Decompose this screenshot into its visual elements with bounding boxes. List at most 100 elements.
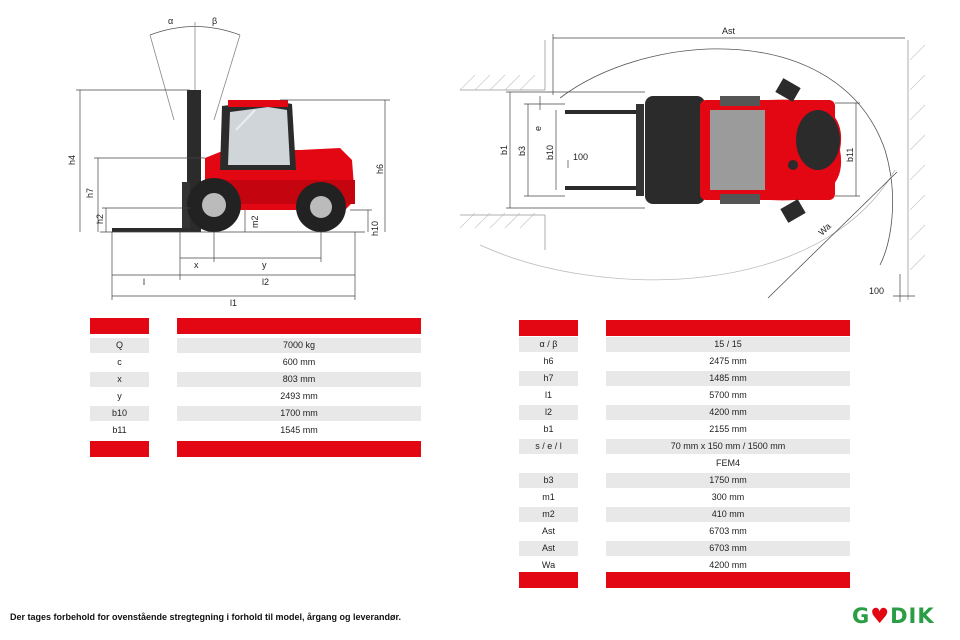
front-hub bbox=[202, 193, 226, 217]
label-100-bottom: 100 bbox=[869, 286, 884, 296]
right-table-row-value: 2155 mm bbox=[709, 424, 747, 434]
label-x: x bbox=[194, 260, 199, 270]
right-table-row-value: 300 mm bbox=[711, 492, 745, 502]
label-l: l bbox=[143, 277, 145, 287]
right-table-footer-value bbox=[606, 572, 850, 588]
turning-arc-outer bbox=[559, 48, 894, 266]
left-table-footer-key bbox=[90, 441, 149, 457]
label-b3: b3 bbox=[517, 146, 527, 156]
wa-dim-line bbox=[767, 171, 898, 299]
left-table-row-value: 1545 mm bbox=[280, 425, 318, 435]
right-table-row-value: 4200 mm bbox=[709, 560, 747, 570]
left-table-row-value: 600 mm bbox=[282, 357, 316, 367]
beacon-top bbox=[788, 160, 798, 170]
left-table-row-key: Q bbox=[90, 338, 149, 353]
left-table-row-value: 2493 mm bbox=[280, 391, 318, 401]
glass-reflection bbox=[235, 109, 256, 131]
left-table-header-value bbox=[177, 318, 421, 334]
disclaimer-text: Der tages forbehold for ovenstående stre… bbox=[10, 612, 402, 622]
label-m2: m2 bbox=[250, 215, 260, 228]
b11-dim-lines bbox=[835, 102, 860, 197]
left-table-header-key bbox=[90, 318, 149, 334]
left-table-row-key: c bbox=[117, 357, 122, 367]
right-table-row-key: h6 bbox=[543, 356, 554, 366]
left-table-footer-value bbox=[177, 441, 421, 457]
side-view-diagram: α β h4 h7 h2 bbox=[67, 16, 390, 308]
carriage bbox=[182, 182, 190, 232]
right-table-row-key: Ast bbox=[519, 541, 578, 556]
right-table-row-value: 410 mm bbox=[606, 507, 850, 522]
label-l1: l1 bbox=[230, 298, 237, 308]
brand-logo[interactable]: G♥DIK bbox=[852, 604, 935, 628]
rear-hub bbox=[310, 196, 332, 218]
right-table-row-key: m1 bbox=[542, 492, 555, 502]
fork-top-right bbox=[565, 186, 643, 190]
right-table-footer-key bbox=[519, 572, 578, 588]
right-table-row-key bbox=[519, 456, 578, 471]
label-b1: b1 bbox=[499, 145, 509, 155]
right-table-row-value: FEM4 bbox=[715, 458, 740, 468]
right-table-row-value: 1750 mm bbox=[606, 473, 850, 488]
logo-text-b: DIK bbox=[890, 604, 935, 628]
label-l2: l2 bbox=[262, 277, 269, 287]
label-beta: β bbox=[212, 16, 217, 26]
label-h6: h6 bbox=[375, 164, 385, 174]
right-table-row-value: 4200 mm bbox=[606, 405, 850, 420]
right-table-row-key: b3 bbox=[519, 473, 578, 488]
left-table-row-key: b11 bbox=[112, 425, 127, 435]
label-b10: b10 bbox=[545, 145, 555, 160]
right-table-row-key: l1 bbox=[544, 390, 552, 400]
left-table-row-value: 1700 mm bbox=[177, 406, 421, 421]
right-table-header-value bbox=[606, 320, 850, 336]
cab-roof bbox=[228, 100, 288, 107]
left-table-row-value: 803 mm bbox=[177, 372, 421, 387]
left-table-row-key: x bbox=[90, 372, 149, 387]
label-ast: Ast bbox=[722, 26, 736, 36]
right-table-row-value: 6703 mm bbox=[606, 541, 850, 556]
right-table-row-key: h7 bbox=[519, 371, 578, 386]
logo-text-a: G bbox=[852, 604, 871, 628]
label-e: e bbox=[533, 126, 543, 131]
forks bbox=[112, 228, 190, 232]
right-table-row-value: 6703 mm bbox=[709, 526, 747, 536]
tilt-line-left bbox=[149, 34, 175, 121]
right-table-row-key: Ast bbox=[541, 526, 555, 536]
left-dim-lines bbox=[76, 89, 246, 232]
right-table-row-key: m2 bbox=[519, 507, 578, 522]
left-table-row-key: y bbox=[117, 391, 122, 401]
label-wa: Wa bbox=[816, 221, 832, 237]
top-left-dim-lines bbox=[506, 91, 645, 209]
right-table-row-value: 15 / 15 bbox=[606, 337, 850, 352]
label-y: y bbox=[262, 260, 267, 270]
label-100: 100 bbox=[573, 152, 588, 162]
carriage-top bbox=[636, 104, 644, 196]
turning-arc-inner bbox=[479, 169, 896, 281]
top-view-diagram: Ast b1 b3 e bbox=[459, 26, 926, 302]
right-dim-lines bbox=[280, 99, 390, 232]
left-table-row-value: 7000 kg bbox=[177, 338, 421, 353]
label-h7: h7 bbox=[85, 188, 95, 198]
heart-icon: ♥ bbox=[870, 604, 891, 628]
grille-bottom bbox=[720, 194, 760, 204]
rear-wheel-bottom bbox=[780, 199, 806, 223]
right-table-row-key: s / e / l bbox=[519, 439, 578, 454]
cab-glass bbox=[228, 107, 290, 165]
label-b11: b11 bbox=[845, 148, 855, 162]
rear-wheel-top bbox=[775, 78, 801, 102]
right-table-row-key: α / β bbox=[519, 337, 578, 352]
right-table-row-key: Wa bbox=[541, 560, 556, 570]
label-h2: h2 bbox=[95, 214, 105, 224]
right-table-row-key: l2 bbox=[519, 405, 578, 420]
tilt-line-right bbox=[213, 34, 241, 121]
grille-top bbox=[720, 96, 760, 106]
right-table-row-key: b1 bbox=[543, 424, 554, 434]
fork-top-left bbox=[565, 110, 643, 114]
left-table-row-key: b10 bbox=[90, 406, 149, 421]
right-table-header-key bbox=[519, 320, 578, 336]
front-axle-top bbox=[645, 96, 705, 204]
right-table-row-value: 2475 mm bbox=[709, 356, 747, 366]
right-table-row-value: 1485 mm bbox=[606, 371, 850, 386]
cab-roof-top bbox=[796, 110, 840, 170]
right-table-row-value: 5700 mm bbox=[709, 390, 747, 400]
